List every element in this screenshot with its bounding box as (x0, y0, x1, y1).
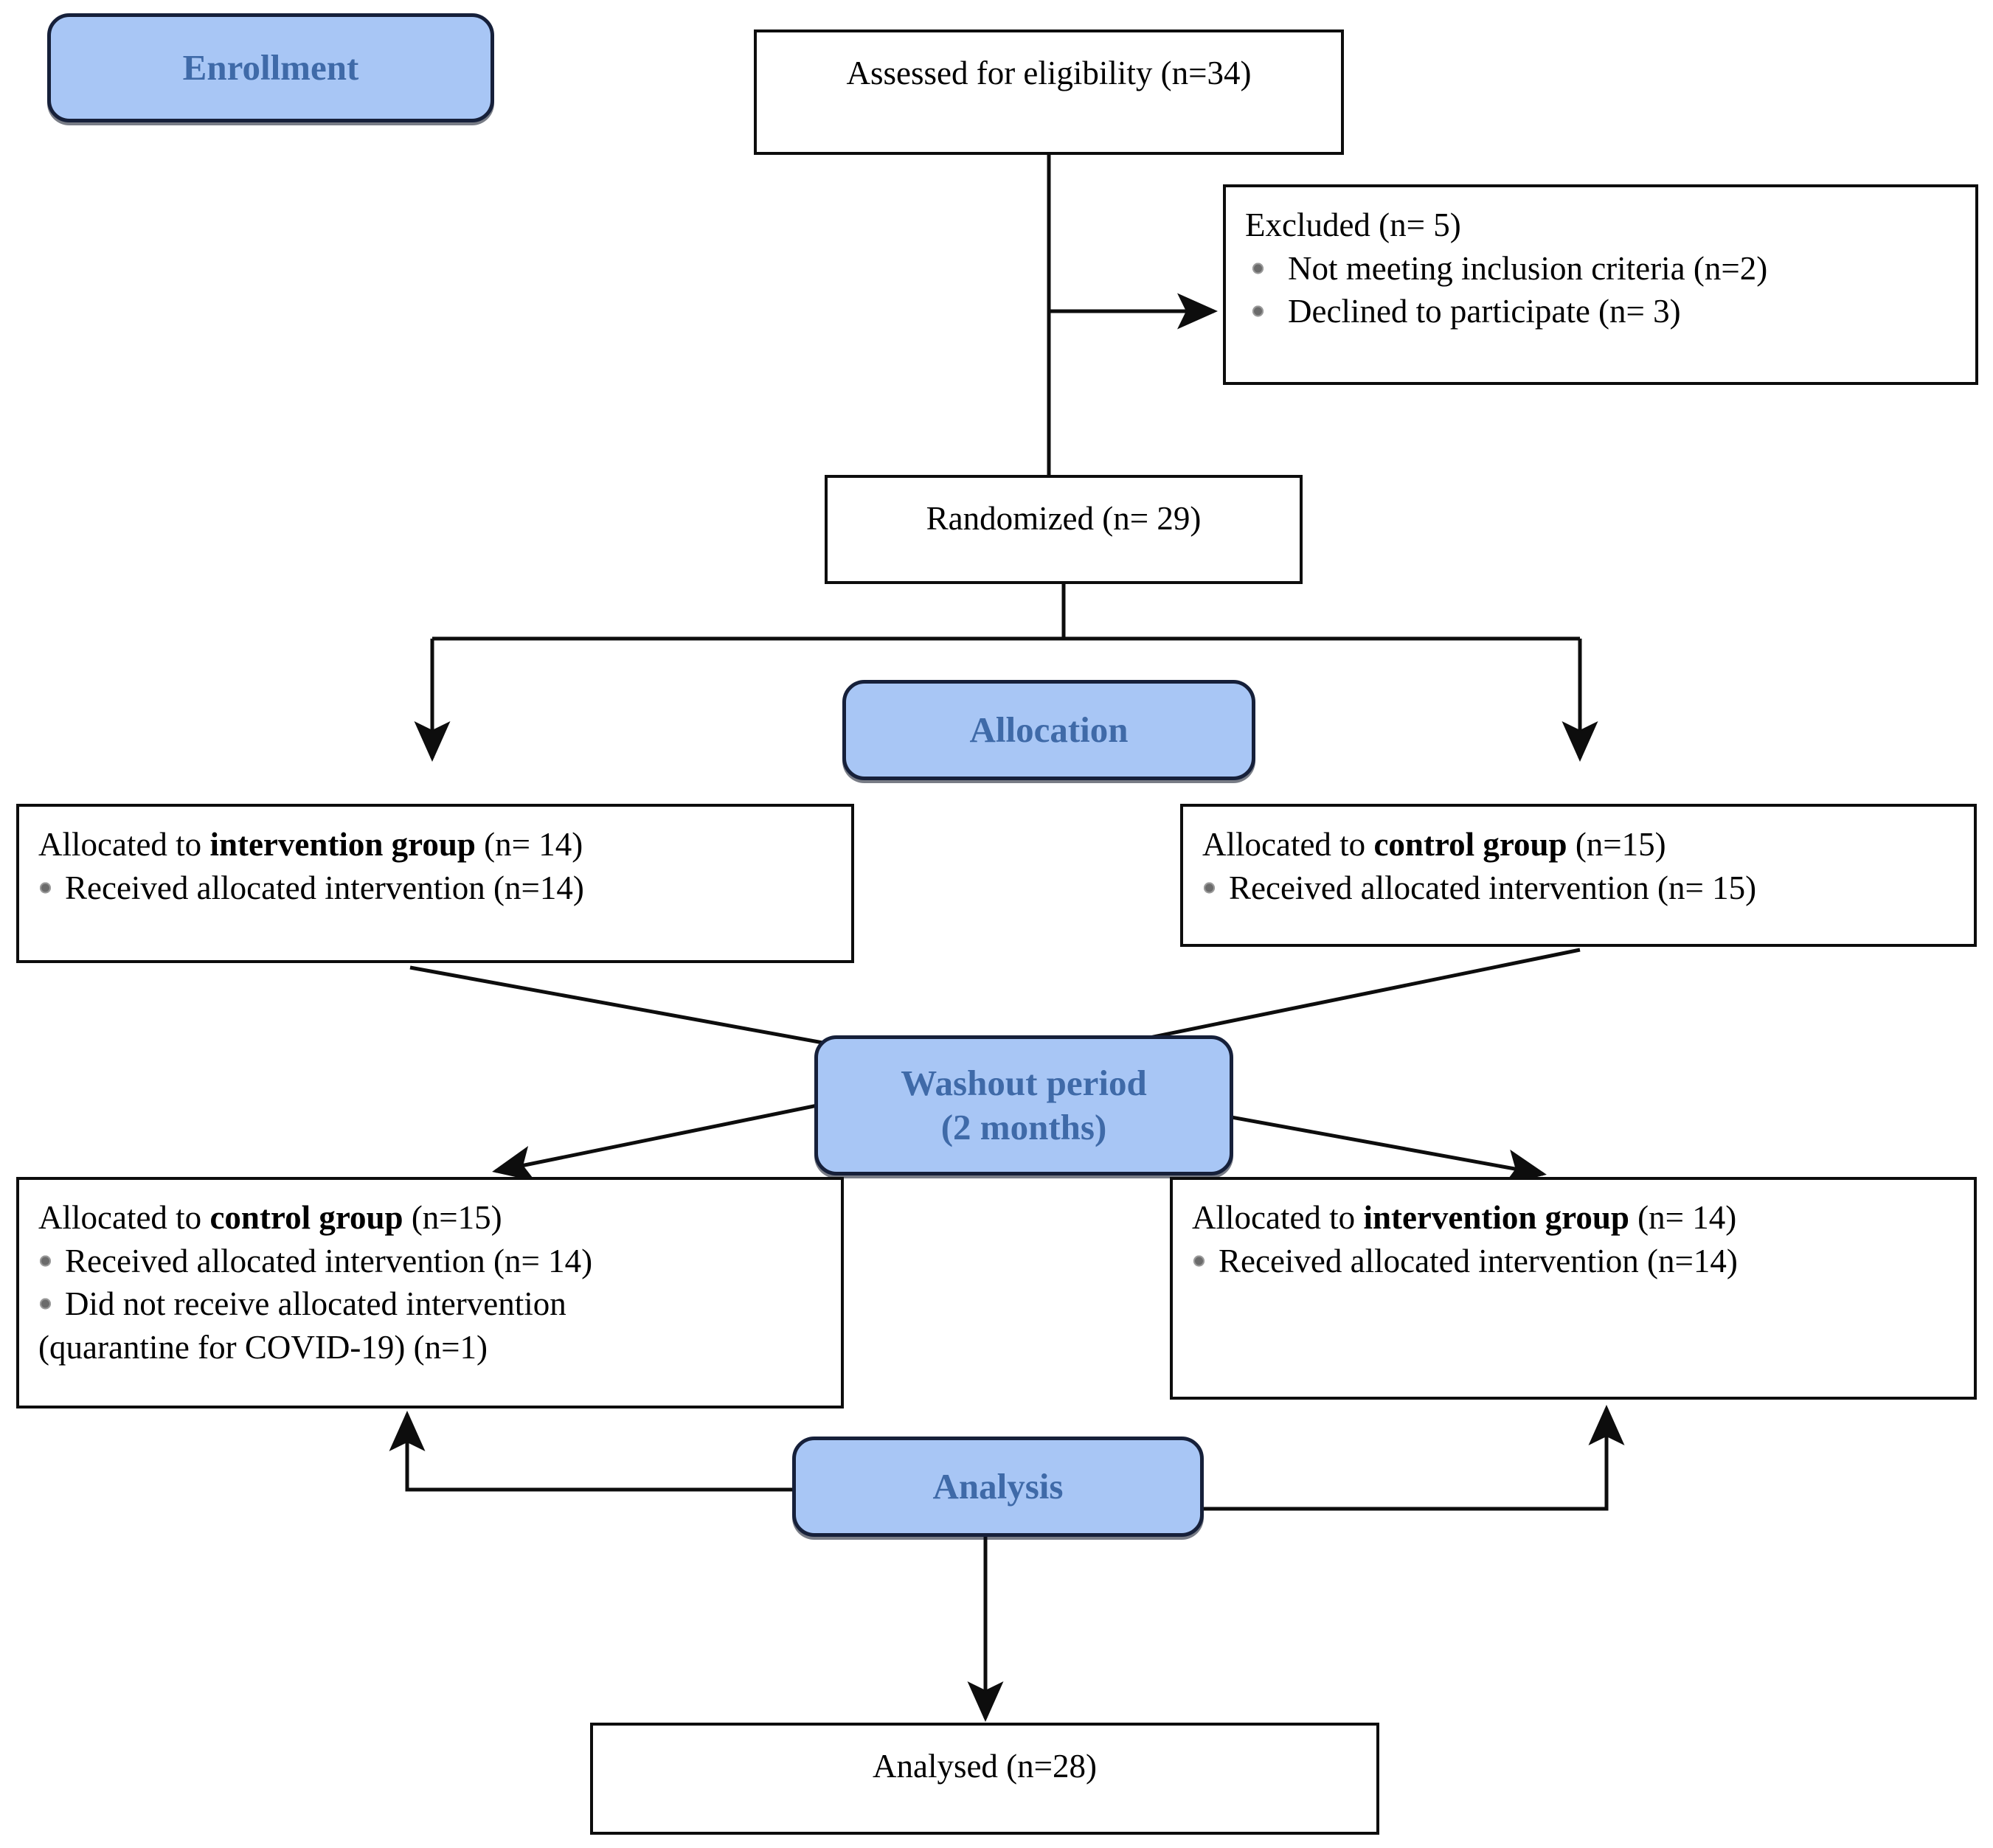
randomized-text: Randomized (n= 29) (926, 500, 1202, 537)
stage-badge-washout-label-line1: Washout period (901, 1063, 1147, 1104)
excluded-item-2: Declined to participate (n= 3) (1245, 290, 1956, 333)
bullet-icon (1204, 882, 1215, 894)
stage-badge-washout-label-line2: (2 months) (940, 1107, 1107, 1147)
bullet-icon (1252, 263, 1264, 274)
cross-left-item-2-continuation: (quarantine for COVID-19) (n=1) (38, 1328, 488, 1366)
cross-left-item-2: Did not receive allocated intervention (38, 1282, 822, 1326)
alloc-right-item-1: Received allocated intervention (n= 15) (1202, 866, 1955, 910)
alloc-left-item-1: Received allocated intervention (n=14) (38, 866, 832, 910)
cross-left-item-1: Received allocated intervention (n= 14) (38, 1240, 822, 1283)
bullet-icon (40, 1255, 51, 1267)
assessed-text: Assessed for eligibility (n=34) (846, 55, 1252, 91)
cross-right-heading: Allocated to intervention group (n= 14) (1192, 1199, 1737, 1236)
cross-right-item-1: Received allocated intervention (n=14) (1192, 1240, 1955, 1283)
stage-badge-enrollment-label: Enrollment (182, 47, 359, 88)
box-excluded: Excluded (n= 5) Not meeting inclusion cr… (1223, 184, 1978, 385)
alloc-left-group-name: intervention group (209, 826, 476, 863)
bullet-icon (40, 1298, 51, 1310)
cross-left-group-name: control group (209, 1199, 403, 1236)
alloc-right-heading: Allocated to control group (n=15) (1202, 826, 1666, 863)
analysed-text: Analysed (n=28) (872, 1748, 1098, 1785)
box-randomized: Randomized (n= 29) (825, 475, 1303, 584)
bullet-icon (1252, 305, 1264, 317)
excluded-heading: Excluded (n= 5) (1245, 206, 1461, 243)
box-allocated-intervention-period2: Allocated to intervention group (n= 14) … (1170, 1177, 1977, 1400)
box-allocated-control-period1: Allocated to control group (n=15) Receiv… (1180, 804, 1977, 947)
bullet-icon (40, 882, 51, 894)
cross-right-group-name: intervention group (1363, 1199, 1629, 1236)
edge-analysis-to-cross-right (1204, 1405, 1625, 1511)
stage-badge-analysis: Analysis (792, 1437, 1204, 1537)
stage-badge-washout-period: Washout period (2 months) (814, 1035, 1233, 1175)
edge-analysis-to-cross-left (389, 1411, 792, 1492)
stage-badge-allocation-label: Allocation (969, 709, 1129, 751)
alloc-right-group-name: control group (1373, 826, 1567, 863)
stage-badge-analysis-label: Analysis (932, 1466, 1064, 1507)
box-allocated-intervention-period1: Allocated to intervention group (n= 14) … (16, 804, 854, 963)
alloc-left-heading: Allocated to intervention group (n= 14) (38, 826, 583, 863)
box-analysed: Analysed (n=28) (590, 1723, 1379, 1835)
bullet-icon (1193, 1255, 1205, 1267)
cross-left-heading: Allocated to control group (n=15) (38, 1199, 502, 1236)
stage-badge-enrollment: Enrollment (47, 13, 494, 122)
box-allocated-control-period2: Allocated to control group (n=15) Receiv… (16, 1177, 844, 1408)
stage-badge-allocation: Allocation (842, 680, 1255, 780)
box-assessed-for-eligibility: Assessed for eligibility (n=34) (754, 29, 1344, 155)
excluded-item-1: Not meeting inclusion criteria (n=2) (1245, 247, 1956, 291)
